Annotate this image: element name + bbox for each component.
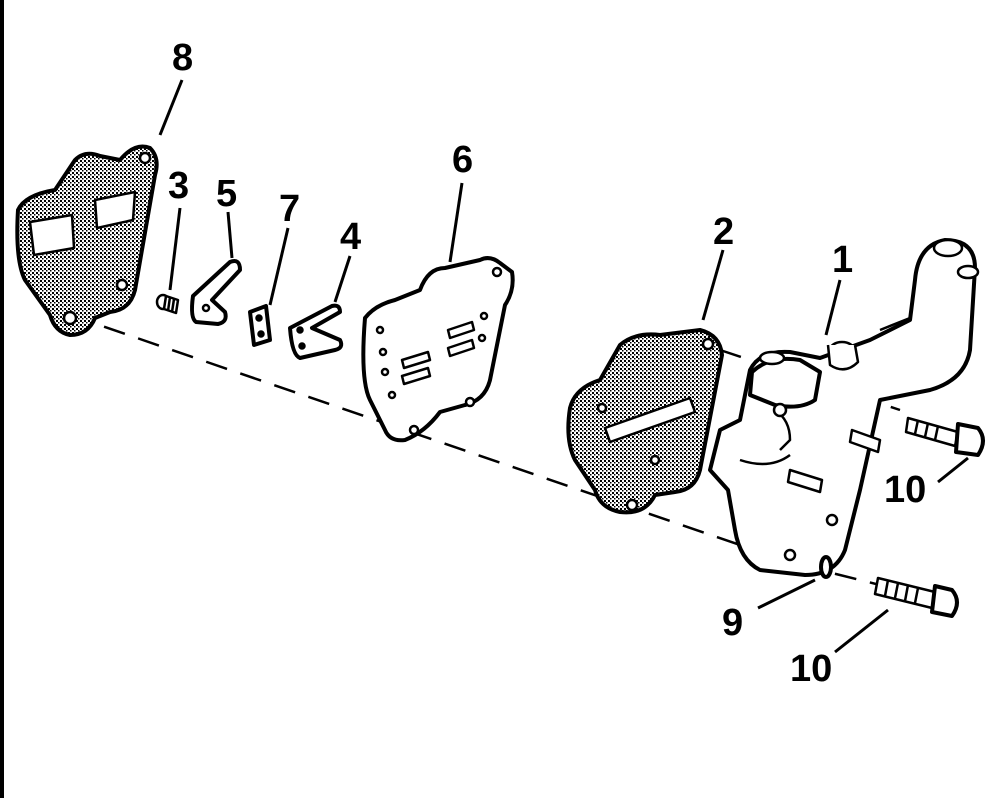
part-7-retainer [248,304,272,347]
callout-10-upper: 10 [884,469,926,511]
callout-7: 7 [279,188,300,230]
leader-10-upper [937,456,969,484]
leader-5 [226,211,234,259]
part-4-reed [288,303,344,360]
part-1-housing [708,238,980,577]
leader-1 [824,279,842,336]
leader-7 [268,227,290,306]
part-10-bolt-lower [873,576,959,618]
leader-9 [757,578,816,610]
callout-9: 9 [722,602,743,644]
part-3-screw [155,293,180,315]
part-10-bolt-upper [904,416,985,457]
part-8-gasket [15,144,159,337]
leader-4 [333,255,352,303]
callout-6: 6 [452,139,473,181]
leader-10-lower [834,608,889,654]
leader-8 [158,79,184,136]
part-5-reed-stop [190,259,242,326]
callout-3: 3 [168,165,189,207]
callout-4: 4 [340,216,361,258]
callout-2: 2 [713,211,734,253]
part-2-gasket [566,328,724,515]
callout-8: 8 [172,37,193,79]
leader-3 [168,207,182,291]
leader-2 [701,249,725,321]
callout-5: 5 [216,173,237,215]
callout-1: 1 [832,239,853,281]
callout-10-lower: 10 [790,648,832,690]
part-9-washer [819,555,833,579]
leader-6 [448,182,464,263]
part-6-reed-plate [361,256,515,443]
